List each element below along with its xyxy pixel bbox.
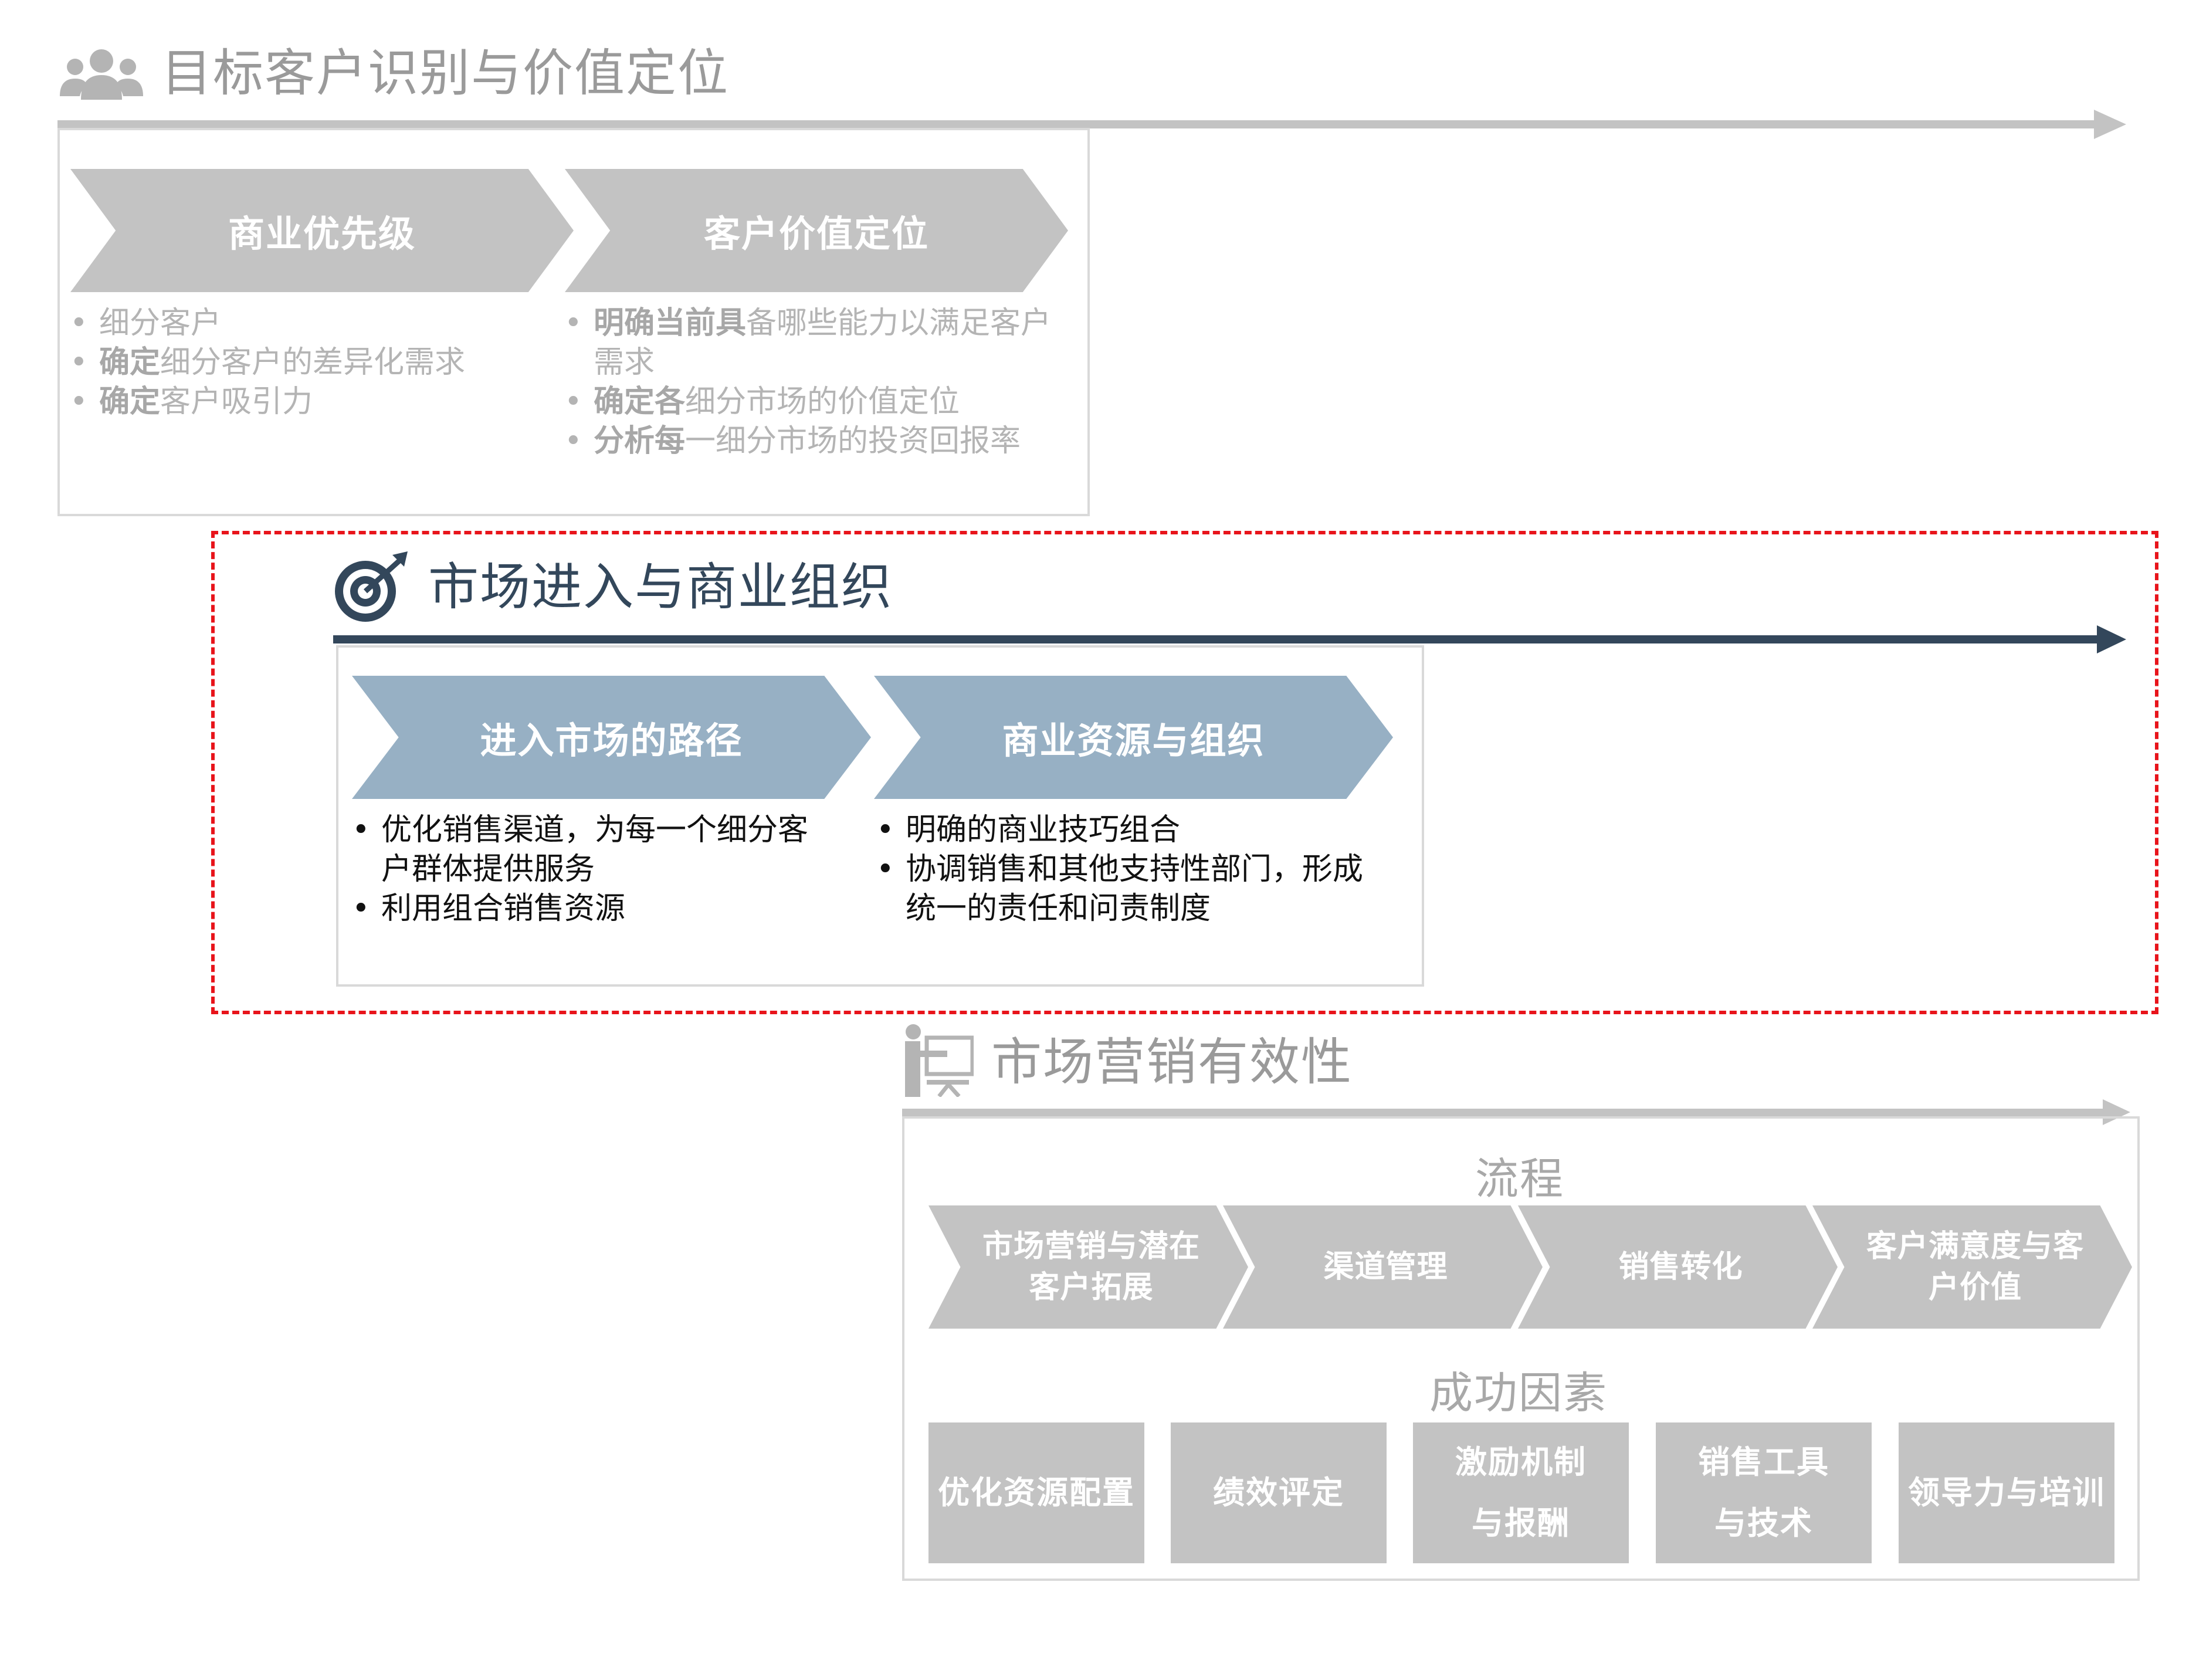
highlight-dashed-frame: [211, 531, 2158, 1014]
process-step-label: 销售转化: [1618, 1249, 1743, 1285]
chevron-market-entry-path: 进入市场的路径: [352, 676, 871, 799]
chevron-label: 客户价值定位: [703, 212, 929, 255]
process-step-channel: 渠道管理: [1223, 1205, 1543, 1329]
list-item: •优化销售渠道，为每一个细分客户群体提供服务: [352, 812, 809, 887]
list-item: •确定客户吸引力: [70, 384, 313, 419]
factor-performance-review: 绩效评定: [1171, 1422, 1387, 1563]
factor-label: 优化资源配置: [938, 1474, 1135, 1511]
list-item: •细分客户: [70, 306, 222, 341]
target-icon: [331, 551, 411, 625]
people-group-icon: [57, 47, 145, 100]
process-step-label: 客户满意度与客户价值: [1866, 1229, 2084, 1305]
success-factors-label: 成功因素: [1429, 1368, 1608, 1418]
list-item: •确定各细分市场的价值定位: [564, 384, 960, 419]
section1-bullets-left: •细分客户 •确定细分客户的差异化需求 •确定客户吸引力: [67, 304, 548, 422]
process-step-marketing: 市场营销与潜在客户拓展: [928, 1205, 1248, 1329]
process-step-label: 市场营销与潜在客户拓展: [982, 1229, 1200, 1305]
factor-incentive-compensation: 激励机制与报酬: [1413, 1422, 1629, 1563]
list-item: •利用组合销售资源: [352, 891, 626, 926]
section2-bullets-left: •优化销售渠道，为每一个细分客户群体提供服务 •利用组合销售资源: [350, 811, 819, 929]
list-item: •确定细分客户的差异化需求: [70, 345, 466, 380]
list-item: •明确的商业技巧组合: [876, 812, 1181, 848]
chevron-label: 商业优先级: [228, 212, 416, 255]
process-step-conversion: 销售转化: [1518, 1205, 1838, 1329]
chevron-business-priority: 商业优先级: [70, 169, 574, 292]
process-step-label: 渠道管理: [1323, 1249, 1448, 1285]
section1-arrow: [57, 110, 2126, 139]
chevron-label: 进入市场的路径: [480, 719, 743, 762]
section2-arrow: [333, 625, 2126, 653]
factor-leadership-training: 领导力与培训: [1899, 1422, 2114, 1563]
section2-title: 市场进入与商业组织: [428, 558, 893, 617]
section3-box: [902, 1116, 2140, 1581]
process-step-satisfaction: 客户满意度与客户价值: [1812, 1205, 2132, 1329]
section2-bullets-right: •明确的商业技巧组合 •协调销售和其他支持性部门，形成统一的责任和问责制度: [874, 811, 1390, 929]
presenter-icon: [900, 1024, 974, 1097]
factor-label: 领导力与培训: [1908, 1474, 2105, 1511]
factor-label: 激励机制与报酬: [1455, 1444, 1587, 1542]
factor-label: 销售工具与技术: [1698, 1444, 1829, 1542]
section1-bullets-right: •明确当前具备哪些能力以满足客户需求 •确定各细分市场的价值定位 •分析每一细分…: [562, 304, 1066, 461]
section3-title: 市场营销有效性: [991, 1033, 1353, 1092]
list-item: •明确当前具备哪些能力以满足客户需求: [564, 306, 1052, 380]
list-item: •分析每一细分市场的投资回报率: [564, 424, 1021, 459]
chevron-label: 商业资源与组织: [1002, 719, 1265, 762]
chevron-business-resources: 商业资源与组织: [874, 676, 1393, 799]
chevron-customer-value: 客户价值定位: [565, 169, 1068, 292]
factor-resource-allocation: 优化资源配置: [928, 1422, 1144, 1563]
factor-label: 绩效评定: [1213, 1474, 1344, 1511]
section1-title: 目标客户识别与价值定位: [161, 44, 729, 103]
factor-sales-tools: 销售工具与技术: [1656, 1422, 1872, 1563]
list-item: •协调销售和其他支持性部门，形成统一的责任和问责制度: [876, 852, 1364, 926]
process-label: 流程: [1475, 1154, 1564, 1204]
section3-arrow: [902, 1099, 2130, 1125]
